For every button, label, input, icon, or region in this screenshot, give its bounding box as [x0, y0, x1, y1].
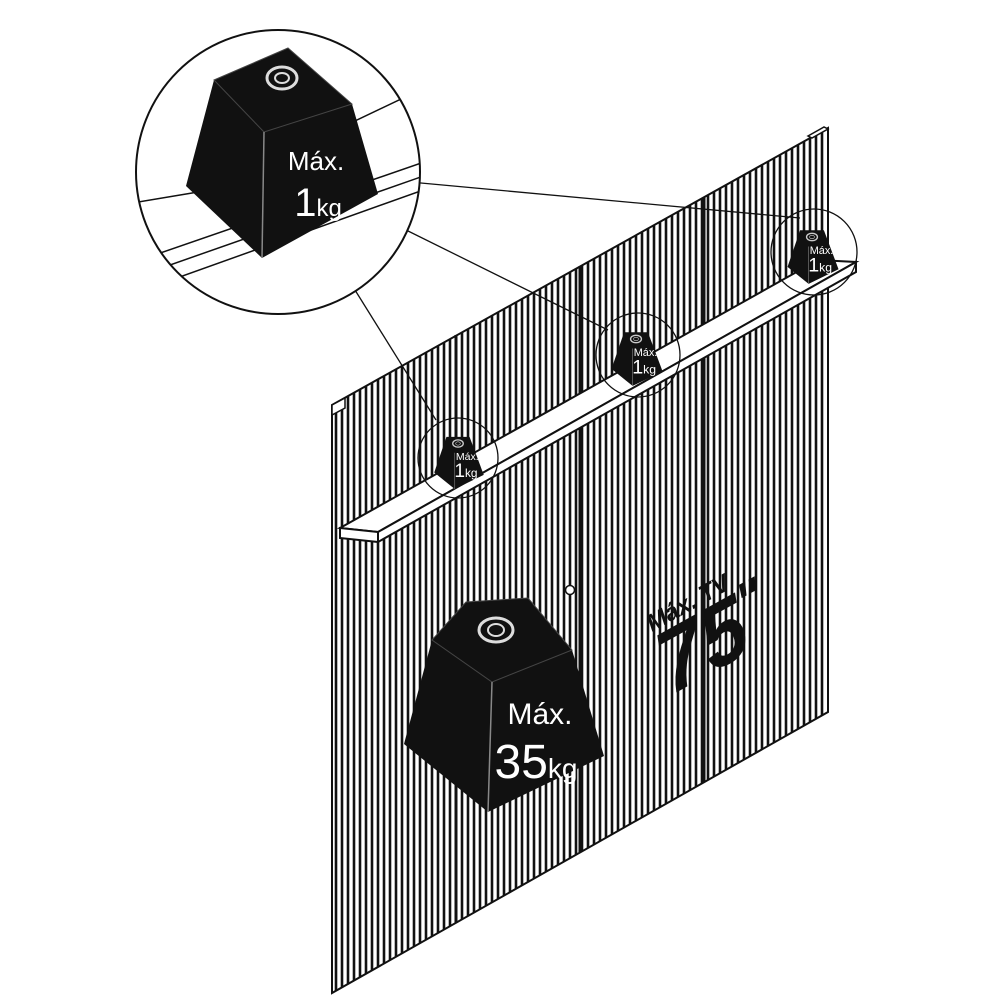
shelf-weight-2: Máx. 1kg — [611, 332, 663, 386]
shelf-weight-1-value-label: 1kg — [454, 461, 477, 482]
panel-weight-max-label: Máx. — [507, 698, 572, 731]
magnifier-callout-icon — [135, 29, 421, 315]
shelf-weight-3-value-label: 1kg — [808, 255, 832, 277]
shelf-weight-1-magnifier-icon — [417, 417, 499, 499]
shelf-weight-2-value-label: 1kg — [632, 357, 656, 379]
shelf-weight-1-max-label: Máx. — [456, 451, 479, 463]
zoom-callout: Máx. 1kg — [135, 29, 421, 315]
callout-lines — [349, 181, 801, 421]
shelf-weight-2-magnifier-icon — [595, 312, 681, 398]
shelf-weight-1: Máx. 1kg — [434, 436, 484, 490]
shelf-weight-2-max-label: Máx. — [634, 347, 658, 359]
shelf-weight-3-max-label: Máx. — [810, 245, 834, 257]
shelf-weight-3-magnifier-icon — [770, 208, 858, 296]
wall-panel — [331, 126, 830, 995]
zoom-weight-max-label: Máx. — [288, 146, 344, 176]
zoom-weight: Máx. 1kg — [186, 47, 378, 259]
screw-hole — [564, 584, 576, 596]
panel-weight: Máx. 35kg — [404, 597, 604, 813]
shelf-weight-3: Máx. 1kg — [787, 230, 839, 284]
panel-weight-value-label: 35kg — [495, 736, 578, 789]
zoom-weight-value-label: 1kg — [294, 181, 342, 225]
